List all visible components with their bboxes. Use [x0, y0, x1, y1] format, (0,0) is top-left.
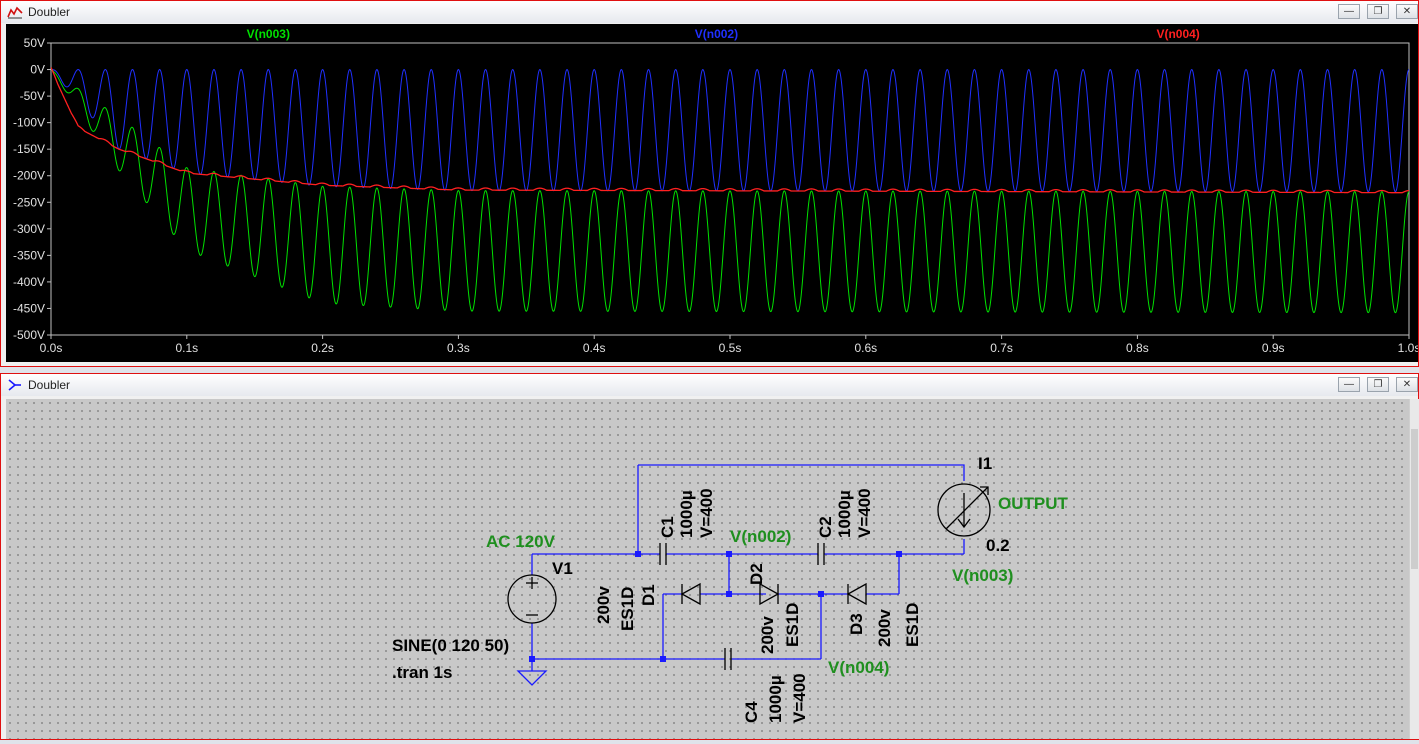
label-c1-name: C1 — [658, 516, 677, 538]
restore-button[interactable]: ❐ — [1367, 377, 1389, 392]
label-d1-name: D1 — [639, 584, 658, 606]
schematic-icon — [8, 379, 21, 391]
current-source-i1[interactable] — [937, 483, 991, 537]
y-tick-label: 50V — [24, 36, 45, 50]
label-c2-name: C2 — [816, 516, 835, 538]
x-tick-label: 0.4s — [583, 341, 606, 355]
trace-v-n002[interactable] — [51, 69, 1409, 193]
label-v1: V1 — [552, 559, 573, 578]
label-n003: V(n003) — [952, 566, 1013, 585]
diode-d3[interactable] — [846, 582, 867, 606]
schematic-window-title: Doubler — [28, 378, 71, 392]
trace-legend-label[interactable]: V(n004) — [1156, 27, 1199, 41]
label-c1-cap: 1000µ — [677, 490, 696, 538]
y-tick-label: -500V — [13, 328, 45, 342]
label-n004: V(n004) — [828, 658, 889, 677]
y-tick-label: -200V — [13, 169, 45, 183]
capacitor-c1[interactable] — [659, 543, 667, 565]
minimize-button[interactable]: — — [1338, 377, 1360, 392]
junctions — [529, 551, 902, 662]
restore-button[interactable]: ❐ — [1367, 4, 1389, 19]
wire-top[interactable] — [638, 464, 965, 481]
label-d2-name: D2 — [747, 563, 766, 585]
label-d2-v: 200v — [758, 616, 777, 654]
schematic-canvas[interactable]: AC 120V V1 SINE(0 120 50) .tran 1s V(n00… — [6, 399, 1409, 739]
x-tick-label: 0.8s — [1126, 341, 1149, 355]
trace-legend-label[interactable]: V(n003) — [247, 27, 290, 41]
label-c4-cap: 1000µ — [766, 675, 785, 723]
x-tick-label: 0.3s — [447, 341, 470, 355]
close-button[interactable]: ✕ — [1396, 4, 1418, 19]
label-d2-model: ES1D — [783, 603, 802, 647]
label-d3-model: ES1D — [903, 603, 922, 647]
x-tick-label: 0.9s — [1262, 341, 1285, 355]
diode-d1[interactable] — [680, 582, 701, 606]
x-tick-label: 1.0s — [1398, 341, 1418, 355]
trace-v-n004[interactable] — [51, 67, 1409, 194]
label-c1-v: V=400 — [697, 488, 716, 538]
label-c2-cap: 1000µ — [835, 490, 854, 538]
x-tick-label: 0.2s — [311, 341, 334, 355]
trace-v-n003[interactable] — [51, 69, 1409, 314]
x-tick-label: 0.5s — [719, 341, 742, 355]
y-tick-label: -450V — [13, 301, 45, 315]
close-button[interactable]: ✕ — [1396, 377, 1418, 392]
capacitor-c2[interactable] — [817, 543, 825, 565]
diode-d2[interactable] — [759, 582, 780, 606]
x-tick-label: 0.6s — [854, 341, 877, 355]
schematic-titlebar[interactable]: Doubler — ❐ ✕ — [1, 374, 1418, 396]
waveform-icon — [7, 6, 23, 19]
y-tick-label: -100V — [13, 116, 45, 130]
schematic-window: Doubler — ❐ ✕ — [0, 373, 1419, 740]
label-n002: V(n002) — [730, 527, 791, 546]
voltage-source-v1[interactable] — [507, 574, 557, 624]
x-tick-label: 0.1s — [175, 341, 198, 355]
plot-frame — [50, 42, 1410, 336]
minimize-button[interactable]: — — [1338, 4, 1360, 19]
label-d3-v: 200v — [875, 609, 894, 647]
label-d1-model: ES1D — [618, 587, 637, 631]
label-c4-v: V=400 — [790, 673, 809, 723]
scrollbar-thumb[interactable] — [1411, 429, 1418, 569]
y-tick-label: -150V — [13, 142, 45, 156]
label-i1: I1 — [978, 454, 992, 473]
label-d3-name: D3 — [847, 613, 866, 635]
x-tick-label: 0.0s — [40, 341, 63, 355]
y-tick-label: -300V — [13, 222, 45, 236]
plot-pane[interactable]: 50V 0V -50V -100V -150V -200V -250V -300V -350V -… — [6, 24, 1419, 362]
y-tick-label: -50V — [20, 89, 45, 103]
waveform-window-title: Doubler — [28, 5, 71, 19]
label-output: OUTPUT — [998, 494, 1069, 513]
y-tick-label: -250V — [13, 195, 45, 209]
y-tick-label: -350V — [13, 248, 45, 262]
label-i1-value: 0.2 — [986, 536, 1010, 555]
waveform-chart[interactable]: 50V 0V -50V -100V -150V -200V -250V -300V -350V -… — [6, 24, 1419, 362]
y-tick-label: 0V — [30, 63, 45, 77]
schematic-vertical-scrollbar[interactable] — [1409, 399, 1419, 739]
y-tick-label: -400V — [13, 275, 45, 289]
label-sine: SINE(0 120 50) — [392, 636, 509, 655]
capacitor-c4[interactable] — [724, 648, 732, 670]
schematic-drawing[interactable]: AC 120V V1 SINE(0 120 50) .tran 1s V(n00… — [6, 399, 1409, 739]
waveform-window: Doubler — ❐ ✕ 50V 0V -50V -100V -150V -200V -2… — [0, 0, 1419, 367]
label-tran: .tran 1s — [392, 663, 452, 682]
label-d1-v: 200v — [594, 586, 613, 624]
x-tick-label: 0.7s — [990, 341, 1013, 355]
label-c4-name: C4 — [742, 701, 761, 723]
label-c2-v: V=400 — [855, 488, 874, 538]
label-ac-120v: AC 120V — [486, 532, 556, 551]
ground-icon[interactable] — [516, 670, 548, 686]
waveform-titlebar[interactable]: Doubler — ❐ ✕ — [1, 1, 1418, 23]
trace-legend-label[interactable]: V(n002) — [695, 27, 738, 41]
